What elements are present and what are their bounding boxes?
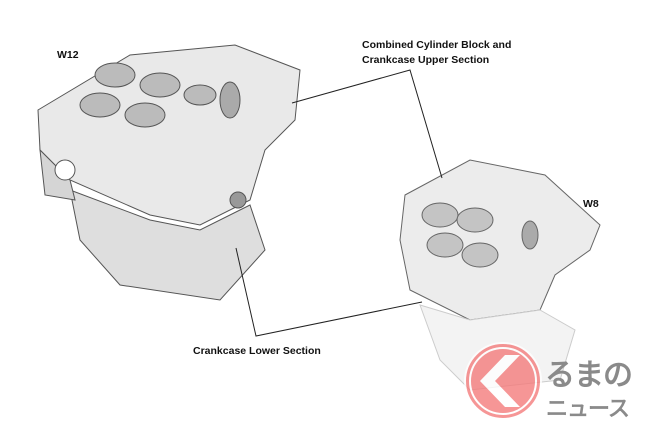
w12-label: W12 <box>57 49 79 61</box>
w8-label: W8 <box>583 198 599 210</box>
upper-section-label-line1: Combined Cylinder Block and <box>362 39 512 51</box>
w12-engine-block <box>37 44 301 301</box>
watermark-text-bottom: ニュース <box>546 397 630 422</box>
upper-section-label: Combined Cylinder Block and Crankcase Up… <box>362 38 511 68</box>
leader-lines <box>235 69 443 337</box>
lower-section-label: Crankcase Lower Section <box>193 345 321 357</box>
watermark-logo-icon <box>464 342 542 420</box>
watermark-text-top: るまの <box>545 358 633 393</box>
upper-section-label-line2: Crankcase Upper Section <box>362 54 490 66</box>
